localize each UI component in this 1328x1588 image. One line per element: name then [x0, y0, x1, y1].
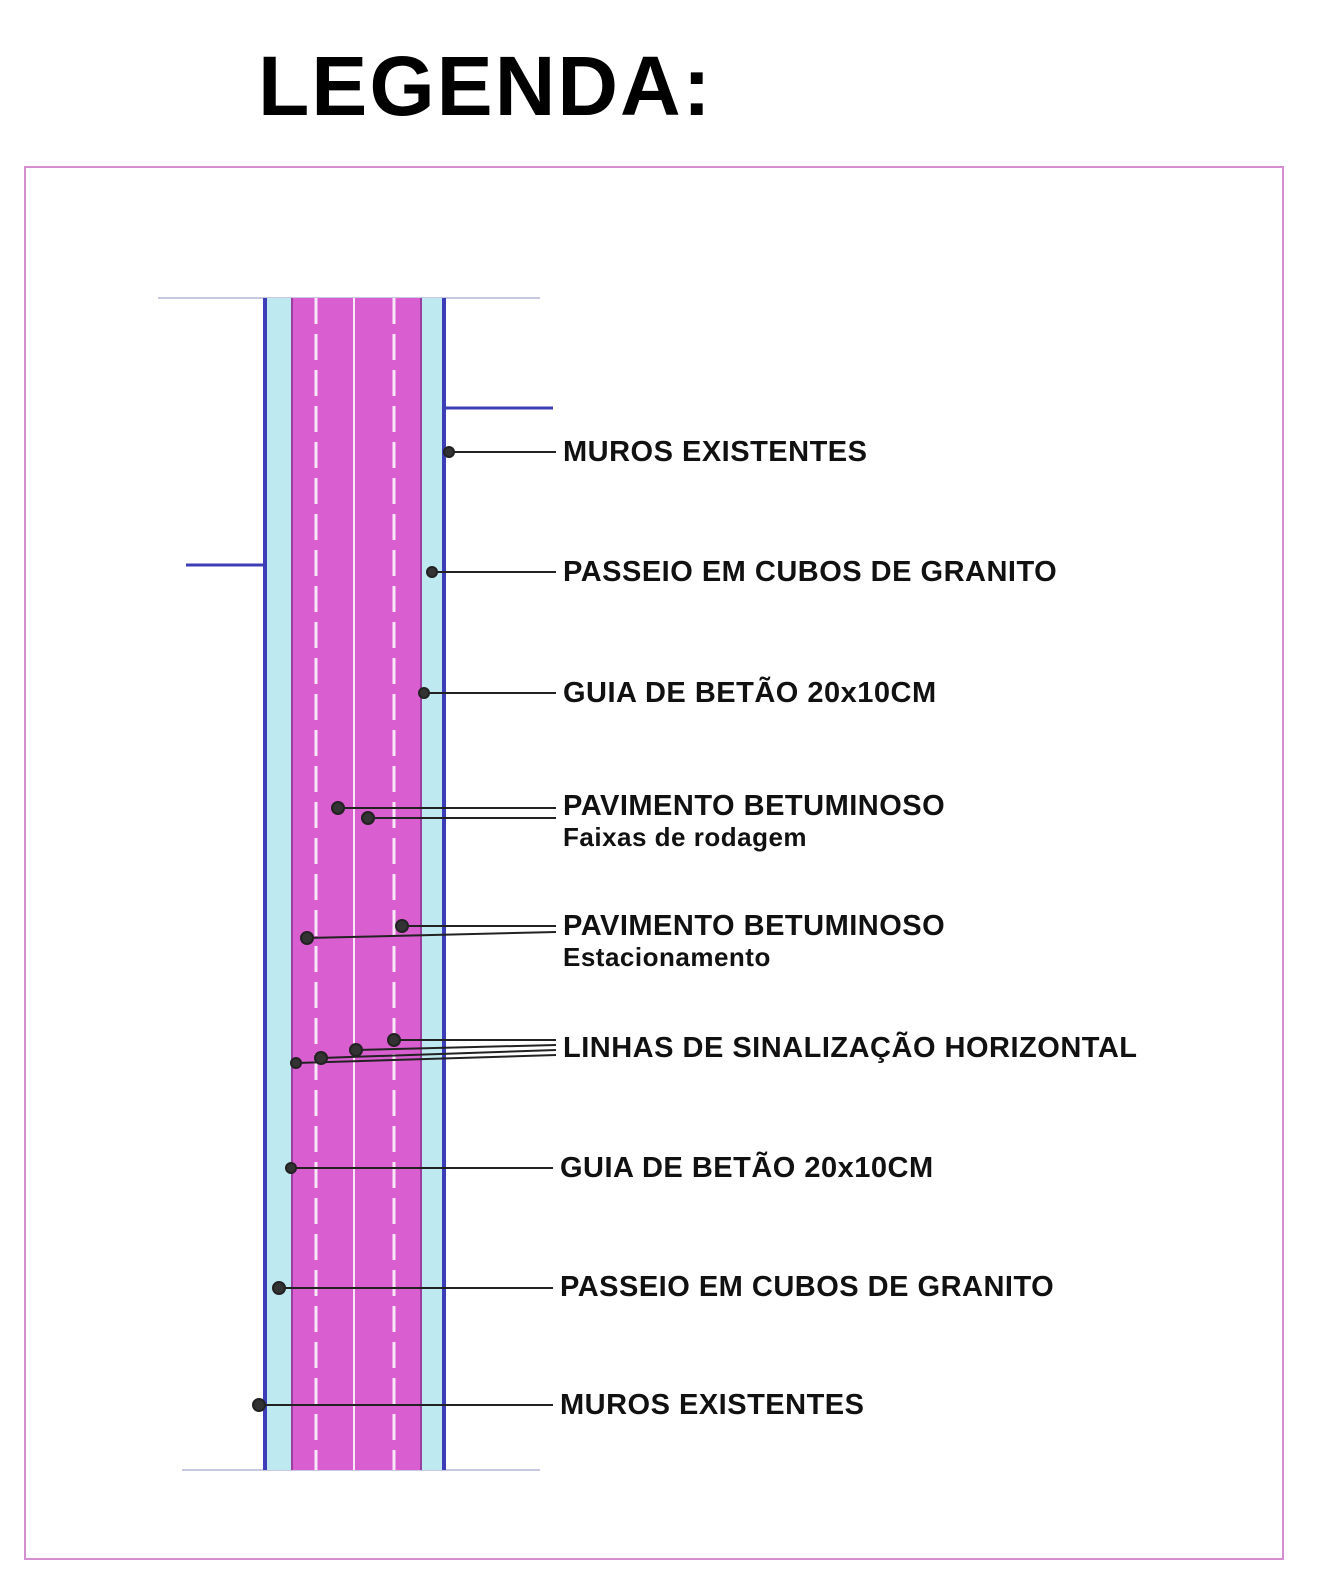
leader-pavimento-estacionamento: [300, 919, 557, 945]
legend-sublabel-estacionamento: Estacionamento: [563, 942, 771, 973]
leader-pavimento-faixas: [331, 801, 556, 825]
leader-guia-top: [418, 687, 556, 699]
leader-passeio-top: [426, 566, 556, 578]
leader-muros-bottom: [252, 1398, 553, 1412]
leader-linhas-sinalizacao: [290, 1033, 557, 1069]
legend-label-guia-betao-top: GUIA DE BETÃO 20x10CM: [563, 677, 937, 709]
legend-title: LEGENDA:: [258, 39, 713, 133]
legend-label-passeio-granito-top: PASSEIO EM CUBOS DE GRANITO: [563, 556, 1058, 588]
legend-label-passeio-granito-bottom: PASSEIO EM CUBOS DE GRANITO: [560, 1271, 1055, 1303]
road-strip: [186, 298, 553, 1470]
legend-sublabel-faixas-rodagem: Faixas de rodagem: [563, 822, 808, 853]
legend-label-guia-betao-bottom: GUIA DE BETÃO 20x10CM: [560, 1152, 934, 1184]
sidewalk-right: [421, 298, 444, 1470]
legend-label-pavimento-faixas: PAVIMENTO BETUMINOSO Faixas de rodagem: [563, 790, 946, 853]
legend-frame: [24, 166, 1284, 1560]
leader-guia-bottom: [285, 1162, 553, 1174]
leader-lines: [252, 446, 557, 1412]
legend-label-muros-existentes-bottom: MUROS EXISTENTES: [560, 1389, 865, 1421]
leader-passeio-bottom: [272, 1281, 553, 1295]
leader-muros-top: [443, 446, 556, 458]
legend-label-linhas-sinalizacao: LINHAS DE SINALIZAÇÃO HORIZONTAL: [563, 1032, 1138, 1064]
legend-label-pavimento-estacionamento: PAVIMENTO BETUMINOSO Estacionamento: [563, 910, 946, 973]
pavement-area: [292, 298, 421, 1470]
legend-label-muros-existentes-top: MUROS EXISTENTES: [563, 436, 868, 468]
sidewalk-left: [265, 298, 292, 1470]
